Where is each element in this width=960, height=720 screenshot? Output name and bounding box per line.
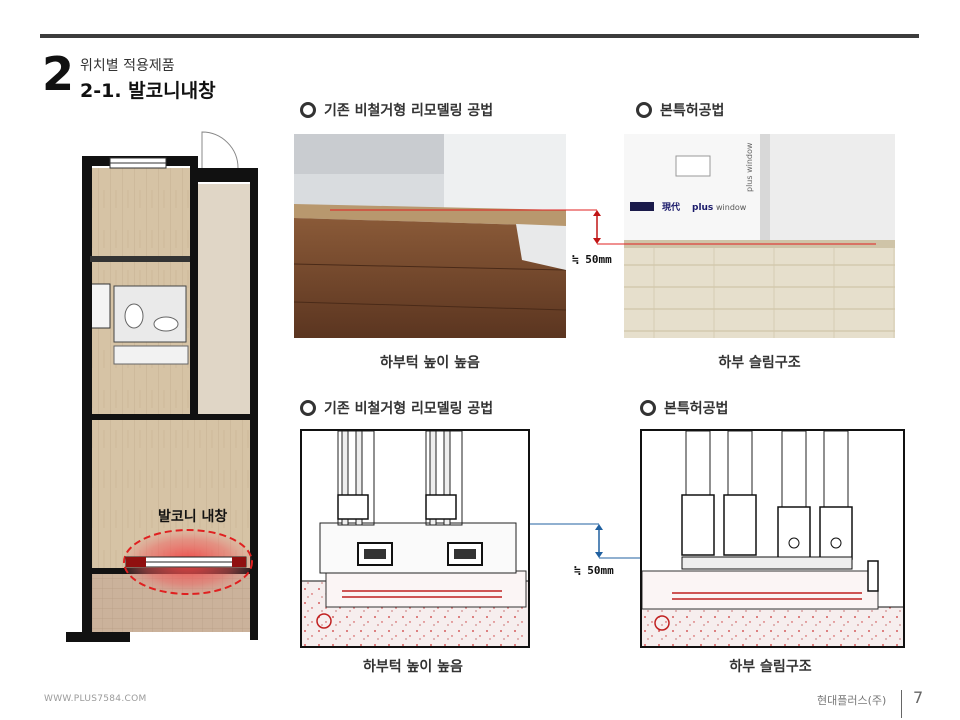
caption-existing-top: 하부턱 높이 높음: [380, 355, 480, 371]
photo-existing-method: [294, 134, 566, 338]
label-existing-method-top: 기존 비철거형 리모델링 공법: [300, 100, 493, 120]
caption-patent-bottom: 하부 슬림구조: [729, 659, 812, 675]
drawing-existing-method: [300, 429, 530, 648]
label-text: 기존 비철거형 리모델링 공법: [324, 401, 494, 417]
photo-side-label: plus window: [745, 142, 754, 192]
floor-plan: [66, 131, 258, 642]
page-number: 7: [913, 688, 924, 707]
photo-brand-window: window: [716, 203, 747, 212]
caption-patent-top: 하부 슬림구조: [718, 355, 801, 371]
drawing-patent-method: [640, 429, 905, 648]
bullet-icon: [636, 102, 652, 118]
label-text: 기존 비철거형 리모델링 공법: [324, 103, 494, 119]
bullet-icon: [640, 400, 656, 416]
bullet-icon: [300, 400, 316, 416]
header-rule: [40, 34, 919, 38]
balcony-callout: 발코니 내창: [158, 509, 228, 525]
photo-brand-plus: plus: [692, 203, 713, 213]
section-title: 2-1. 발코니내창: [80, 80, 216, 102]
top-dimension-label: ≒ 50mm: [572, 253, 612, 266]
label-existing-method-bottom: 기존 비철거형 리모델링 공법: [300, 398, 493, 418]
photo-brand-hyundai: 現代: [662, 201, 680, 213]
label-text: 본특허공법: [660, 103, 725, 119]
footer-company: 현대플러스(주): [817, 694, 887, 707]
photo-patent-method: 現代 plus window plus window: [624, 134, 895, 338]
footer-divider: [901, 690, 902, 718]
section-number: 2: [42, 47, 75, 101]
caption-existing-bottom: 하부턱 높이 높음: [363, 659, 463, 675]
bottom-dimension-label: ≒ 50mm: [574, 564, 614, 577]
section-subtitle: 위치별 적용제품: [80, 58, 175, 74]
label-patent-method-top: 본특허공법: [636, 100, 724, 120]
footer-url: WWW.PLUS7584.COM: [44, 694, 147, 704]
label-text: 본특허공법: [664, 401, 729, 417]
label-patent-method-bottom: 본특허공법: [640, 398, 728, 418]
bullet-icon: [300, 102, 316, 118]
